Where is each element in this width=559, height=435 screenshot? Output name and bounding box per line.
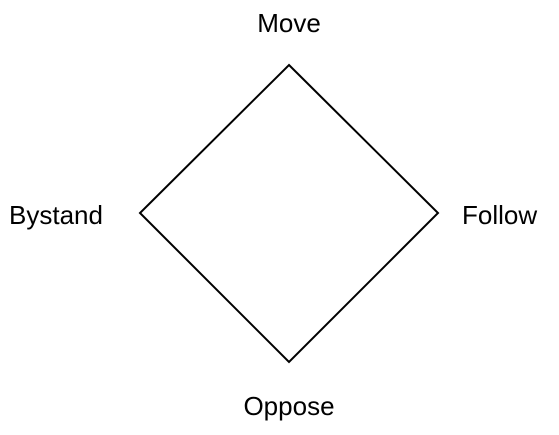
node-label-move: Move bbox=[257, 8, 321, 38]
diamond-outline bbox=[138, 63, 440, 364]
node-label-oppose: Oppose bbox=[243, 391, 335, 421]
node-label-follow: Follow bbox=[462, 200, 538, 230]
node-label-bystand: Bystand bbox=[9, 200, 103, 230]
